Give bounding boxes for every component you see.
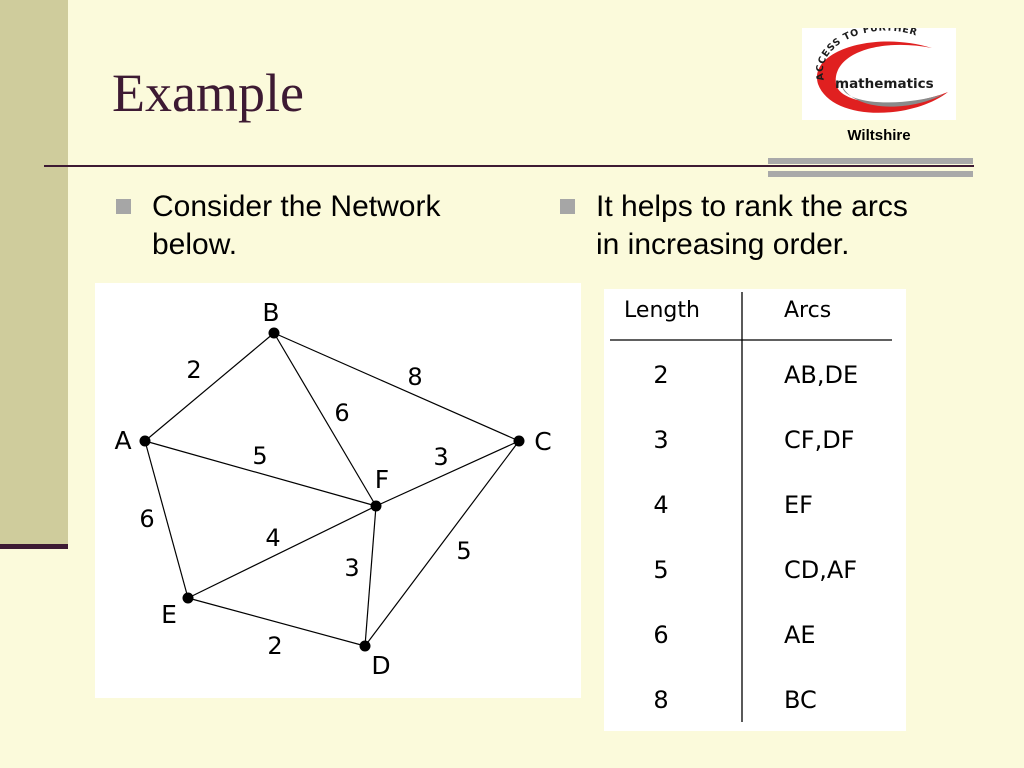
- bullet-left-line1: Consider the Network: [152, 190, 441, 223]
- node-c: [513, 435, 525, 447]
- edge-weight-fd: 3: [344, 554, 359, 582]
- node-label-c: C: [534, 427, 551, 456]
- logo-graphic: ACCESS TO FURTHER mathematics: [815, 23, 948, 113]
- network-edges: [144, 332, 520, 647]
- node-e: [182, 592, 194, 604]
- side-band-rule: [0, 544, 68, 549]
- bullet-marker: [116, 199, 131, 214]
- node-label-d: D: [371, 651, 390, 680]
- table-header-length: Length: [624, 298, 700, 323]
- edge-weight-bc: 8: [407, 363, 422, 391]
- table-row: 8 BC: [653, 686, 816, 714]
- edge-weight-ef: 4: [265, 524, 280, 552]
- node-d: [359, 640, 371, 652]
- edge-ae: [144, 440, 189, 599]
- edge-ed: [187, 597, 366, 647]
- table-cell-arcs: CF,DF: [784, 426, 854, 454]
- node-label-f: F: [375, 465, 389, 494]
- table-row: 5 CD,AF: [653, 556, 857, 584]
- edge-weight-fc: 3: [433, 443, 448, 471]
- edge-weight-af: 5: [252, 442, 267, 470]
- table-cell-length: 4: [653, 491, 668, 519]
- table-header-arcs: Arcs: [784, 298, 831, 323]
- table-cell-arcs: AE: [784, 621, 816, 649]
- logo: ACCESS TO FURTHER mathematics: [802, 23, 956, 120]
- table-cell-length: 3: [653, 426, 668, 454]
- edge-weight-bf: 6: [334, 399, 349, 427]
- node-label-e: E: [161, 600, 177, 629]
- arc-table-grid: Length Arcs 2 AB,DE 3 CF,DF 4 EF 5 CD,AF 6 AE 8 BC: [610, 292, 892, 722]
- bullet-right-line1: It helps to rank the arcs: [596, 190, 908, 223]
- table-row: 6 AE: [653, 621, 815, 649]
- table-row: 2 AB,DE: [653, 361, 858, 389]
- bullet-left-line2: below.: [152, 228, 238, 261]
- network-weights: 2 8 6 5 3 6 4 3 5 2: [139, 356, 471, 660]
- bullet-marker: [560, 199, 575, 214]
- edge-fc: [375, 440, 520, 507]
- node-label-a: A: [114, 426, 131, 455]
- logo-grey-swoosh: [842, 86, 944, 107]
- arc-table: Length Arcs 2 AB,DE 3 CF,DF 4 EF 5 CD,AF 6 AE 8 BC: [604, 289, 906, 731]
- table-row: 3 CF,DF: [653, 426, 854, 454]
- table-cell-arcs: EF: [784, 491, 813, 519]
- bullet-right: It helps to rank the arcs in increasing …: [560, 188, 1000, 264]
- edge-fd: [364, 505, 377, 647]
- node-label-b: B: [262, 298, 279, 327]
- edge-bf: [273, 332, 377, 507]
- node-a: [139, 435, 151, 447]
- table-row: 4 EF: [653, 491, 813, 519]
- title-rule: [44, 165, 974, 167]
- edge-bc: [273, 332, 520, 442]
- network-nodes: A B C D E F: [114, 298, 551, 680]
- edge-af: [144, 440, 377, 507]
- table-cell-length: 6: [653, 621, 668, 649]
- slide-title: Example: [112, 63, 304, 123]
- node-f: [370, 500, 382, 512]
- bullet-left: Consider the Network below.: [116, 188, 536, 264]
- bullet-right-line2: in increasing order.: [596, 228, 850, 261]
- edge-weight-ab: 2: [186, 356, 201, 384]
- table-cell-arcs: AB,DE: [784, 361, 858, 389]
- edge-ab: [144, 332, 275, 442]
- edge-weight-ae: 6: [139, 505, 154, 533]
- logo-word: mathematics: [835, 76, 934, 92]
- edge-ef: [187, 505, 377, 599]
- title-rule-accent-bottom: [768, 171, 973, 177]
- table-cell-length: 2: [653, 361, 668, 389]
- title-rule-accent-top: [768, 158, 973, 164]
- edge-weight-cd: 5: [456, 537, 471, 565]
- side-band: [0, 0, 68, 548]
- table-cell-arcs: CD,AF: [784, 556, 857, 584]
- logo-caption: Wiltshire: [847, 127, 911, 144]
- table-cell-length: 5: [653, 556, 668, 584]
- node-b: [268, 327, 280, 339]
- edge-cd: [364, 440, 520, 647]
- edge-weight-ed: 2: [267, 632, 282, 660]
- table-cell-length: 8: [653, 686, 668, 714]
- table-cell-arcs: BC: [784, 686, 817, 714]
